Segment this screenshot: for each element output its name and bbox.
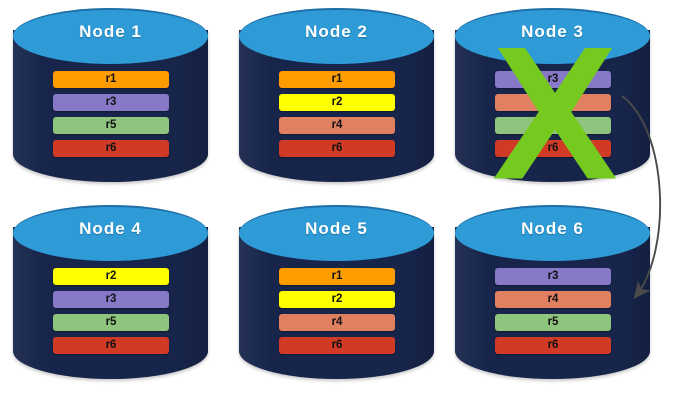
node-2-replica-list: r1 r2 r4 r6 (279, 71, 395, 163)
replica-r2[interactable]: r2 (279, 291, 395, 308)
replica-r4[interactable]: r4 (279, 117, 395, 134)
node-1-top-disc (13, 8, 208, 64)
node-3-label: Node 3 (521, 22, 584, 41)
replica-r6[interactable]: r6 (495, 140, 611, 157)
node-5-label: Node 5 (305, 219, 368, 238)
node-5[interactable]: Node 5 r1 r2 r4 r6 (239, 205, 434, 387)
replica-r4[interactable]: r4 (279, 314, 395, 331)
node-1-replica-list: r1 r3 r5 r6 (53, 71, 169, 163)
node-3-replica-list: r3 r4 r5 r6 (495, 71, 611, 163)
node-6-label: Node 6 (521, 219, 584, 238)
node-6-replica-list: r3 r4 r5 r6 (495, 268, 611, 360)
node-4-top-disc (13, 205, 208, 261)
replica-r1[interactable]: r1 (53, 71, 169, 88)
replica-r5[interactable]: r5 (53, 314, 169, 331)
replica-r6[interactable]: r6 (279, 140, 395, 157)
node-5-top-disc (239, 205, 434, 261)
replica-r2[interactable]: r2 (279, 94, 395, 111)
replica-r3[interactable]: r3 (53, 291, 169, 308)
replica-r3[interactable]: r3 (495, 268, 611, 285)
node-4[interactable]: Node 4 r2 r3 r5 r6 (13, 205, 208, 387)
replica-r3[interactable]: r3 (53, 94, 169, 111)
node-2[interactable]: Node 2 r1 r2 r4 r6 (239, 8, 434, 190)
replica-r6[interactable]: r6 (53, 337, 169, 354)
replica-r6[interactable]: r6 (495, 337, 611, 354)
node-3[interactable]: Node 3 r3 r4 r5 r6 (455, 8, 650, 190)
replica-r3[interactable]: r3 (495, 71, 611, 88)
node-1[interactable]: Node 1 r1 r3 r5 r6 (13, 8, 208, 190)
node-2-label: Node 2 (305, 22, 368, 41)
replica-r4[interactable]: r4 (495, 94, 611, 111)
node-2-top-disc (239, 8, 434, 64)
node-4-label: Node 4 (79, 219, 142, 238)
replica-r6[interactable]: r6 (53, 140, 169, 157)
replica-r5[interactable]: r5 (53, 117, 169, 134)
replica-r2[interactable]: r2 (53, 268, 169, 285)
replica-r6[interactable]: r6 (279, 337, 395, 354)
node-5-replica-list: r1 r2 r4 r6 (279, 268, 395, 360)
replica-r1[interactable]: r1 (279, 71, 395, 88)
node-6-top-disc (455, 205, 650, 261)
replica-r4[interactable]: r4 (495, 291, 611, 308)
replica-r1[interactable]: r1 (279, 268, 395, 285)
replica-r5[interactable]: r5 (495, 314, 611, 331)
node-4-replica-list: r2 r3 r5 r6 (53, 268, 169, 360)
node-6[interactable]: Node 6 r3 r4 r5 r6 (455, 205, 650, 387)
replica-r5[interactable]: r5 (495, 117, 611, 134)
node-1-label: Node 1 (79, 22, 142, 41)
